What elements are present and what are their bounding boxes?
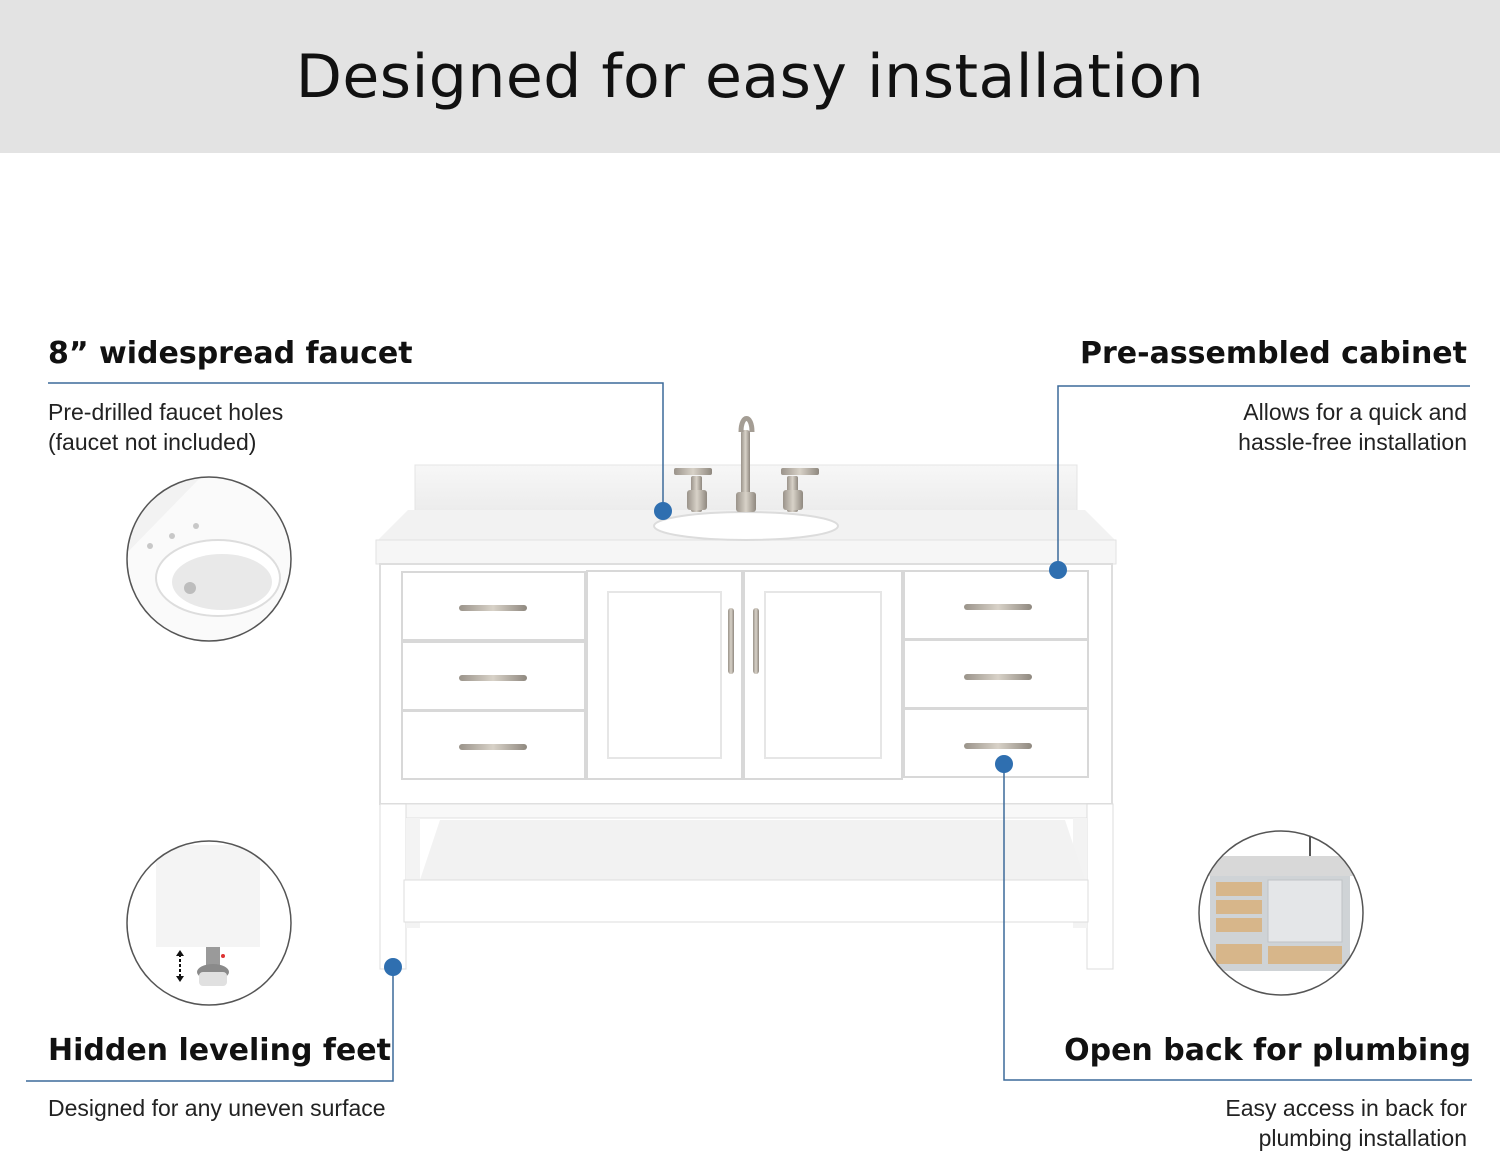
plumbing-feature-desc: Easy access in back for plumbing install… [1225,1095,1467,1151]
cabinet-feature-title: Pre-assembled cabinet [1080,336,1467,371]
callout-dot-plumbing [995,755,1013,773]
header-banner: Designed for easy installation [0,0,1500,153]
faucet-feature-desc: Pre-drilled faucet holes (faucet not inc… [48,399,284,455]
cabinet-feature-desc: Allows for a quick and hassle-free insta… [1238,399,1467,455]
feet-feature-desc: Designed for any uneven surface [48,1095,386,1121]
callout-dot-feet [384,958,402,976]
callout-dot-cabinet [1049,561,1067,579]
callout-dot-faucet [654,502,672,520]
faucet-icon [674,416,819,512]
sink-basin-closeup-icon [126,476,292,642]
plumbing-feature-title: Open back for plumbing [1064,1033,1471,1068]
feet-feature-title: Hidden leveling feet [48,1033,391,1068]
faucet-feature-title: 8” widespread faucet [48,336,413,371]
right-drawers [903,570,1089,778]
callout-leader-lines [26,382,1472,1082]
page-title: Designed for easy installation [295,41,1205,112]
cabinet-doors [586,570,903,780]
sink-basin [653,511,839,541]
leveling-foot-closeup-icon [126,840,292,1006]
countertop [375,510,1117,565]
cabinet-back-closeup-icon [1198,830,1364,996]
left-drawers [401,571,586,780]
